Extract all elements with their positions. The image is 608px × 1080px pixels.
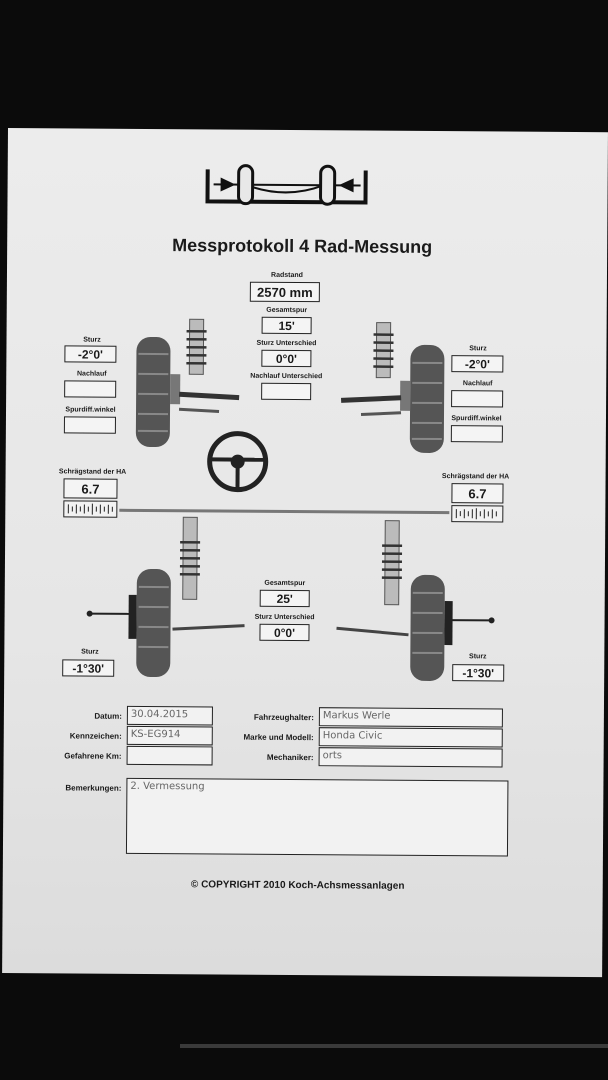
copyright-text: © COPYRIGHT 2010 Koch-Achsmessanlagen [190,879,405,892]
sturz-rear-left-label: Sturz [81,648,99,656]
axle-logo-icon [205,164,368,206]
schraegstand-left-scale-icon [63,500,118,518]
km-field[interactable] [126,745,213,766]
sturz-rear-right-label: Sturz [469,653,487,661]
sturz-front-right-value: -2°0' [451,355,504,373]
steering-wheel-icon [207,431,269,493]
gesamtspur-front-value: 15' [261,316,312,335]
schraegstand-left-value: 6.7 [63,478,118,499]
bemerkungen-label: Bemerkungen: [65,783,122,793]
sturz-unterschied-rear-value: 0°0' [259,623,310,642]
sturz-front-left-value: -2°0' [64,345,117,363]
nachlauf-left-label: Nachlauf [76,370,107,378]
nachlauf-right-label: Nachlauf [462,380,493,388]
marke-field[interactable]: Honda Civic [318,727,503,748]
halter-label: Fahrzeughalter: [253,712,314,723]
rear-right-wheel-icon [336,520,495,681]
spurdiff-right-value [450,425,503,443]
datum-field[interactable]: 30.04.2015 [126,705,213,726]
halter-field[interactable]: Markus Werle [318,707,503,728]
kennzeichen-field[interactable]: KS-EG914 [126,725,213,746]
spurdiff-left-value [63,416,116,434]
kennzeichen-label: Kennzeichen: [69,731,122,741]
mechaniker-label: Mechaniker: [266,752,314,763]
sturz-unterschied-front-label: Sturz Unterschied [256,339,317,348]
schraegstand-right-value: 6.7 [451,483,504,504]
nachlauf-unterschied-label: Nachlauf Unterschied [250,372,323,381]
nachlauf-unterschied-value [261,382,312,401]
bemerkungen-field[interactable]: 2. Vermessung [125,777,509,857]
sturz-rear-right-value: -1°30' [452,664,505,682]
sturz-unterschied-rear-label: Sturz Unterschied [254,613,315,622]
nachlauf-left-value [64,380,117,398]
marke-label: Marke und Modell: [243,732,314,743]
rear-left-wheel-icon [86,516,245,678]
schraegstand-right-label: Schrägstand der HA [441,473,510,481]
sturz-front-right-label: Sturz [469,345,487,353]
front-right-wheel-icon [340,322,445,453]
paper-sheet: Messprotokoll 4 Rad-Messung Radstand 257… [2,128,608,978]
sturz-unterschied-front-value: 0°0' [261,349,312,368]
spurdiff-right-label: Spurdiff.winkel [451,415,502,423]
mechaniker-field[interactable]: orts [318,747,503,768]
page-edge [180,1044,608,1048]
radstand-value: 2570 mm [249,281,320,303]
schraegstand-left-label: Schrägstand der HA [58,468,127,476]
datum-label: Datum: [94,711,122,721]
spurdiff-left-label: Spurdiff.winkel [65,406,116,414]
gesamtspur-front-label: Gesamtspur [266,306,308,315]
axle-line [119,508,450,515]
radstand-label: Radstand [271,271,303,280]
schraegstand-right-scale-icon [451,505,504,523]
page-title: Messprotokoll 4 Rad-Messung [172,235,433,257]
nachlauf-right-value [451,390,504,408]
gesamtspur-rear-value: 25' [259,589,310,608]
sturz-front-left-label: Sturz [83,336,101,344]
sturz-rear-left-value: -1°30' [62,659,115,677]
front-left-wheel-icon [135,318,240,448]
km-label: Gefahrene Km: [64,751,122,761]
gesamtspur-rear-label: Gesamtspur [264,579,306,588]
